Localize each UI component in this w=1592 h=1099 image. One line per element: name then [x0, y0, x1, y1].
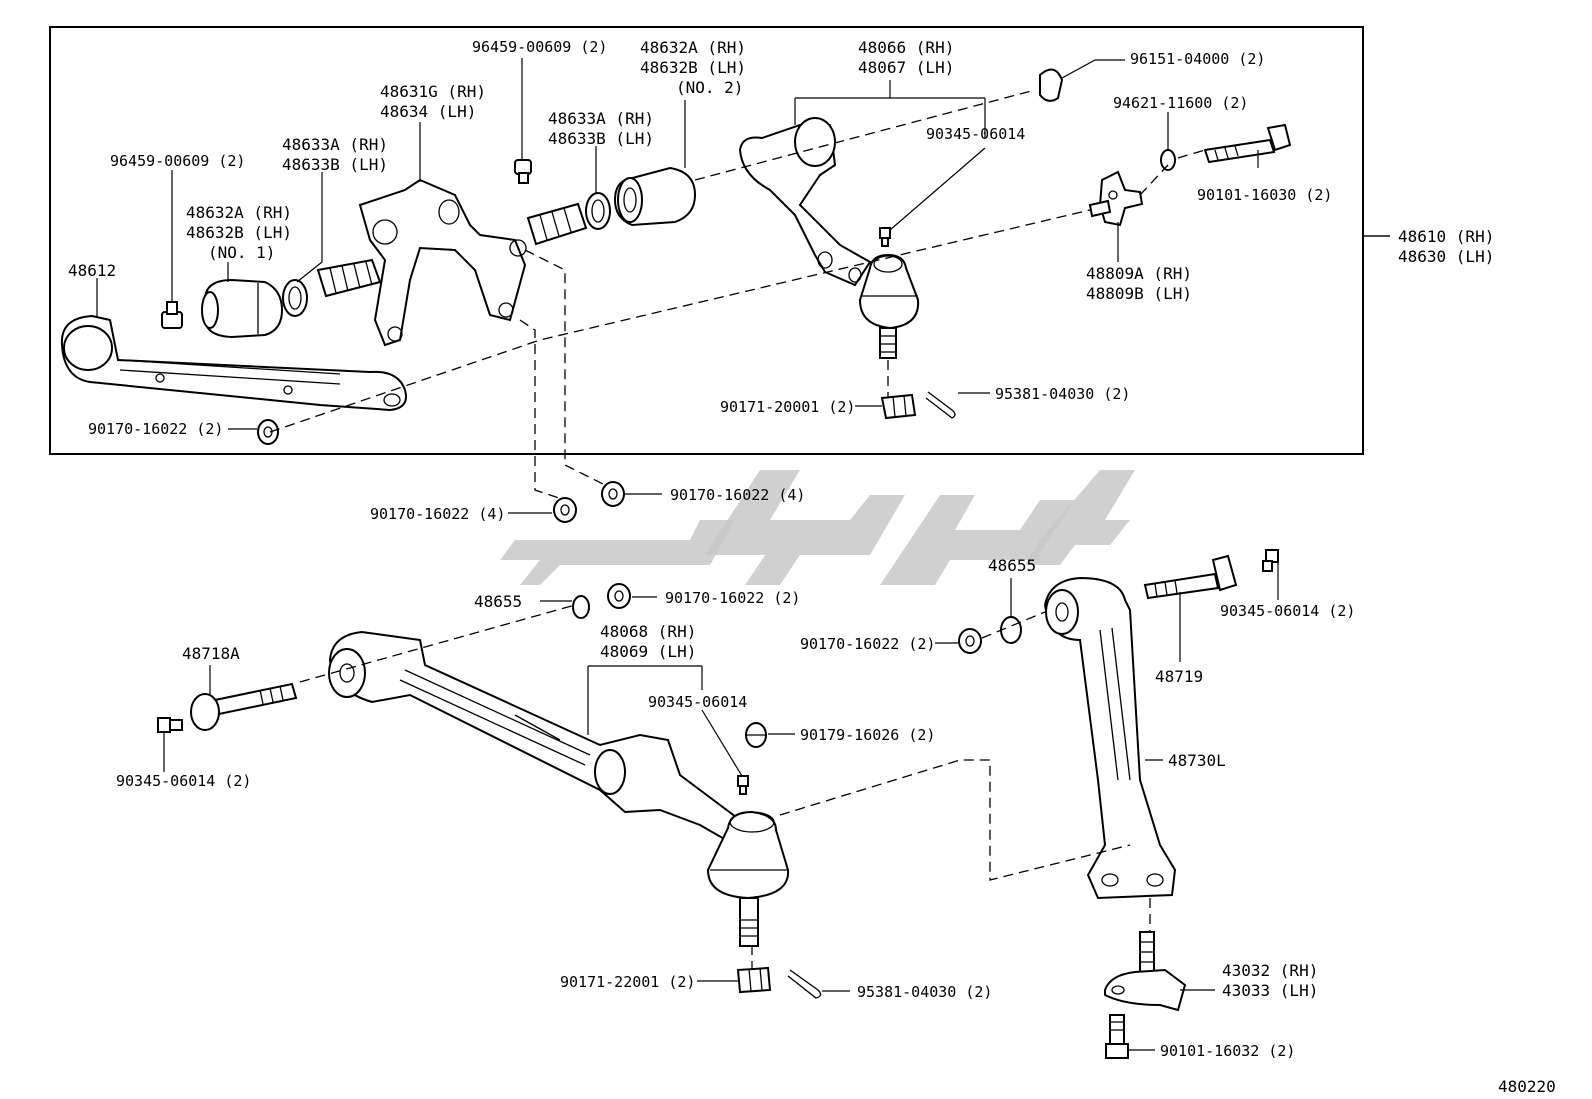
label-48631g: 48631G (RH): [380, 82, 486, 101]
label-48610: 48610 (RH): [1398, 227, 1494, 246]
nut-90170-mid: [607, 583, 631, 609]
ball-joint-upper: [858, 253, 920, 359]
spacer-ring-mid: [585, 192, 611, 230]
bolt-48719: [1143, 554, 1238, 600]
washer-48655-left: [572, 595, 590, 619]
label-90345-left: 90345-06014 (2): [116, 772, 251, 790]
label-48068: 48068 (RH): [600, 622, 696, 641]
label-48633a-mid: 48633A (RH): [548, 109, 654, 128]
upper-arm-48066: [738, 117, 872, 287]
label-48633a-left: 48633A (RH): [282, 135, 388, 154]
dust-boot-mid: [526, 202, 588, 246]
bolt-90345-left: [157, 717, 183, 733]
label-90171-20001: 90171-20001 (2): [720, 398, 855, 416]
washer-94621: [1160, 149, 1176, 171]
bushing-48632-no1: [201, 278, 284, 339]
label-48632b-no2: 48632B (LH): [640, 58, 746, 77]
label-90170-mid: 90170-16022 (2): [665, 589, 800, 607]
label-48655-right: 48655: [988, 556, 1036, 575]
label-94621: 94621-11600 (2): [1113, 94, 1248, 112]
label-96459-left: 96459-00609 (2): [110, 152, 245, 170]
grease-fitting-top: [514, 159, 532, 184]
label-90345-right: 90345-06014 (2): [1220, 602, 1355, 620]
label-48632a-no1: 48632A (RH): [186, 203, 292, 222]
nut-90170-4-left: [553, 497, 577, 523]
leader-lines: [96, 58, 1390, 1051]
label-48718a: 48718A: [182, 644, 240, 663]
snap-ring-96151: [1039, 68, 1064, 102]
diagram-id: 480220: [1498, 1077, 1556, 1096]
nut-90170-4-right: [601, 481, 625, 507]
label-90345-lower: 90345-06014: [648, 693, 747, 711]
label-48730l: 48730L: [1168, 751, 1226, 770]
bolt-48718a: [190, 682, 298, 731]
cotter-pin-upper: [925, 391, 956, 419]
label-48632b-no1: 48632B (LH): [186, 223, 292, 242]
label-90170-right: 90170-16022 (2): [800, 635, 935, 653]
bolt-90345-upper: [879, 227, 891, 247]
label-95381-upper: 95381-04030 (2): [995, 385, 1130, 403]
castle-nut-lower: [736, 966, 772, 994]
label-48633b-left: 48633B (LH): [282, 155, 388, 174]
label-48719: 48719: [1155, 667, 1203, 686]
label-48809a: 48809A (RH): [1086, 264, 1192, 283]
bolt-90345-right: [1262, 549, 1279, 572]
label-48069: 48069 (LH): [600, 642, 696, 661]
bolt-90101-16032: [1105, 1014, 1129, 1059]
label-90170-upper: 90170-16022 (2): [88, 420, 223, 438]
nut-90170-right: [958, 628, 982, 654]
grease-fitting-left: [161, 301, 183, 329]
cotter-pin-lower: [787, 969, 822, 999]
label-95381-lower: 95381-04030 (2): [857, 983, 992, 1001]
label-48633b-mid: 48633B (LH): [548, 129, 654, 148]
label-90170-4-right: 90170-16022 (4): [670, 486, 805, 504]
strut-bar-48612: [60, 314, 407, 412]
part-labels: 48610 (RH) 48630 (LH) 48612 90170-16022 …: [68, 38, 1556, 1096]
label-no2: (NO. 2): [676, 78, 743, 97]
ball-joint-lower: [706, 810, 790, 947]
nut-90170-upper: [257, 419, 279, 445]
label-48655-left: 48655: [474, 592, 522, 611]
label-90170-4-left: 90170-16022 (4): [370, 505, 505, 523]
label-48634: 48634 (LH): [380, 102, 476, 121]
label-48066: 48066 (RH): [858, 38, 954, 57]
strut-rod-48730l: [1043, 576, 1177, 900]
cam-bracket-48809a: [1088, 170, 1144, 227]
bolt-90101-16030: [1203, 123, 1292, 164]
label-48632a-no2: 48632A (RH): [640, 38, 746, 57]
label-48067: 48067 (LH): [858, 58, 954, 77]
label-no1: (NO. 1): [208, 243, 275, 262]
label-96459-top: 96459-00609 (2): [472, 38, 607, 56]
dust-boot-left: [316, 258, 382, 298]
nut-90179: [745, 722, 767, 748]
spacer-ring-left: [282, 279, 308, 317]
upper-assembly-frame: [49, 26, 1364, 455]
watermark-logo: [445, 470, 1135, 585]
label-90171-22001: 90171-22001 (2): [560, 973, 695, 991]
label-90179: 90179-16026 (2): [800, 726, 935, 744]
label-48630: 48630 (LH): [1398, 247, 1494, 266]
label-90101-16030: 90101-16030 (2): [1197, 186, 1332, 204]
label-48809b: 48809B (LH): [1086, 284, 1192, 303]
washer-48655-right: [1000, 616, 1022, 644]
bushing-48632-no2: [613, 166, 697, 227]
castle-nut-upper: [880, 393, 917, 420]
bolt-90345-lower: [737, 775, 749, 795]
label-48612: 48612: [68, 261, 116, 280]
label-90345-upper: 90345-06014: [926, 125, 1025, 143]
label-90101-16032: 90101-16032 (2): [1160, 1042, 1295, 1060]
label-43033: 43033 (LH): [1222, 981, 1318, 1000]
bracket-48631g: [358, 178, 527, 347]
knuckle-arm-43032: [1104, 931, 1187, 1012]
label-96151: 96151-04000 (2): [1130, 50, 1265, 68]
lower-arm-48068: [328, 630, 762, 850]
label-43032: 43032 (RH): [1222, 961, 1318, 980]
